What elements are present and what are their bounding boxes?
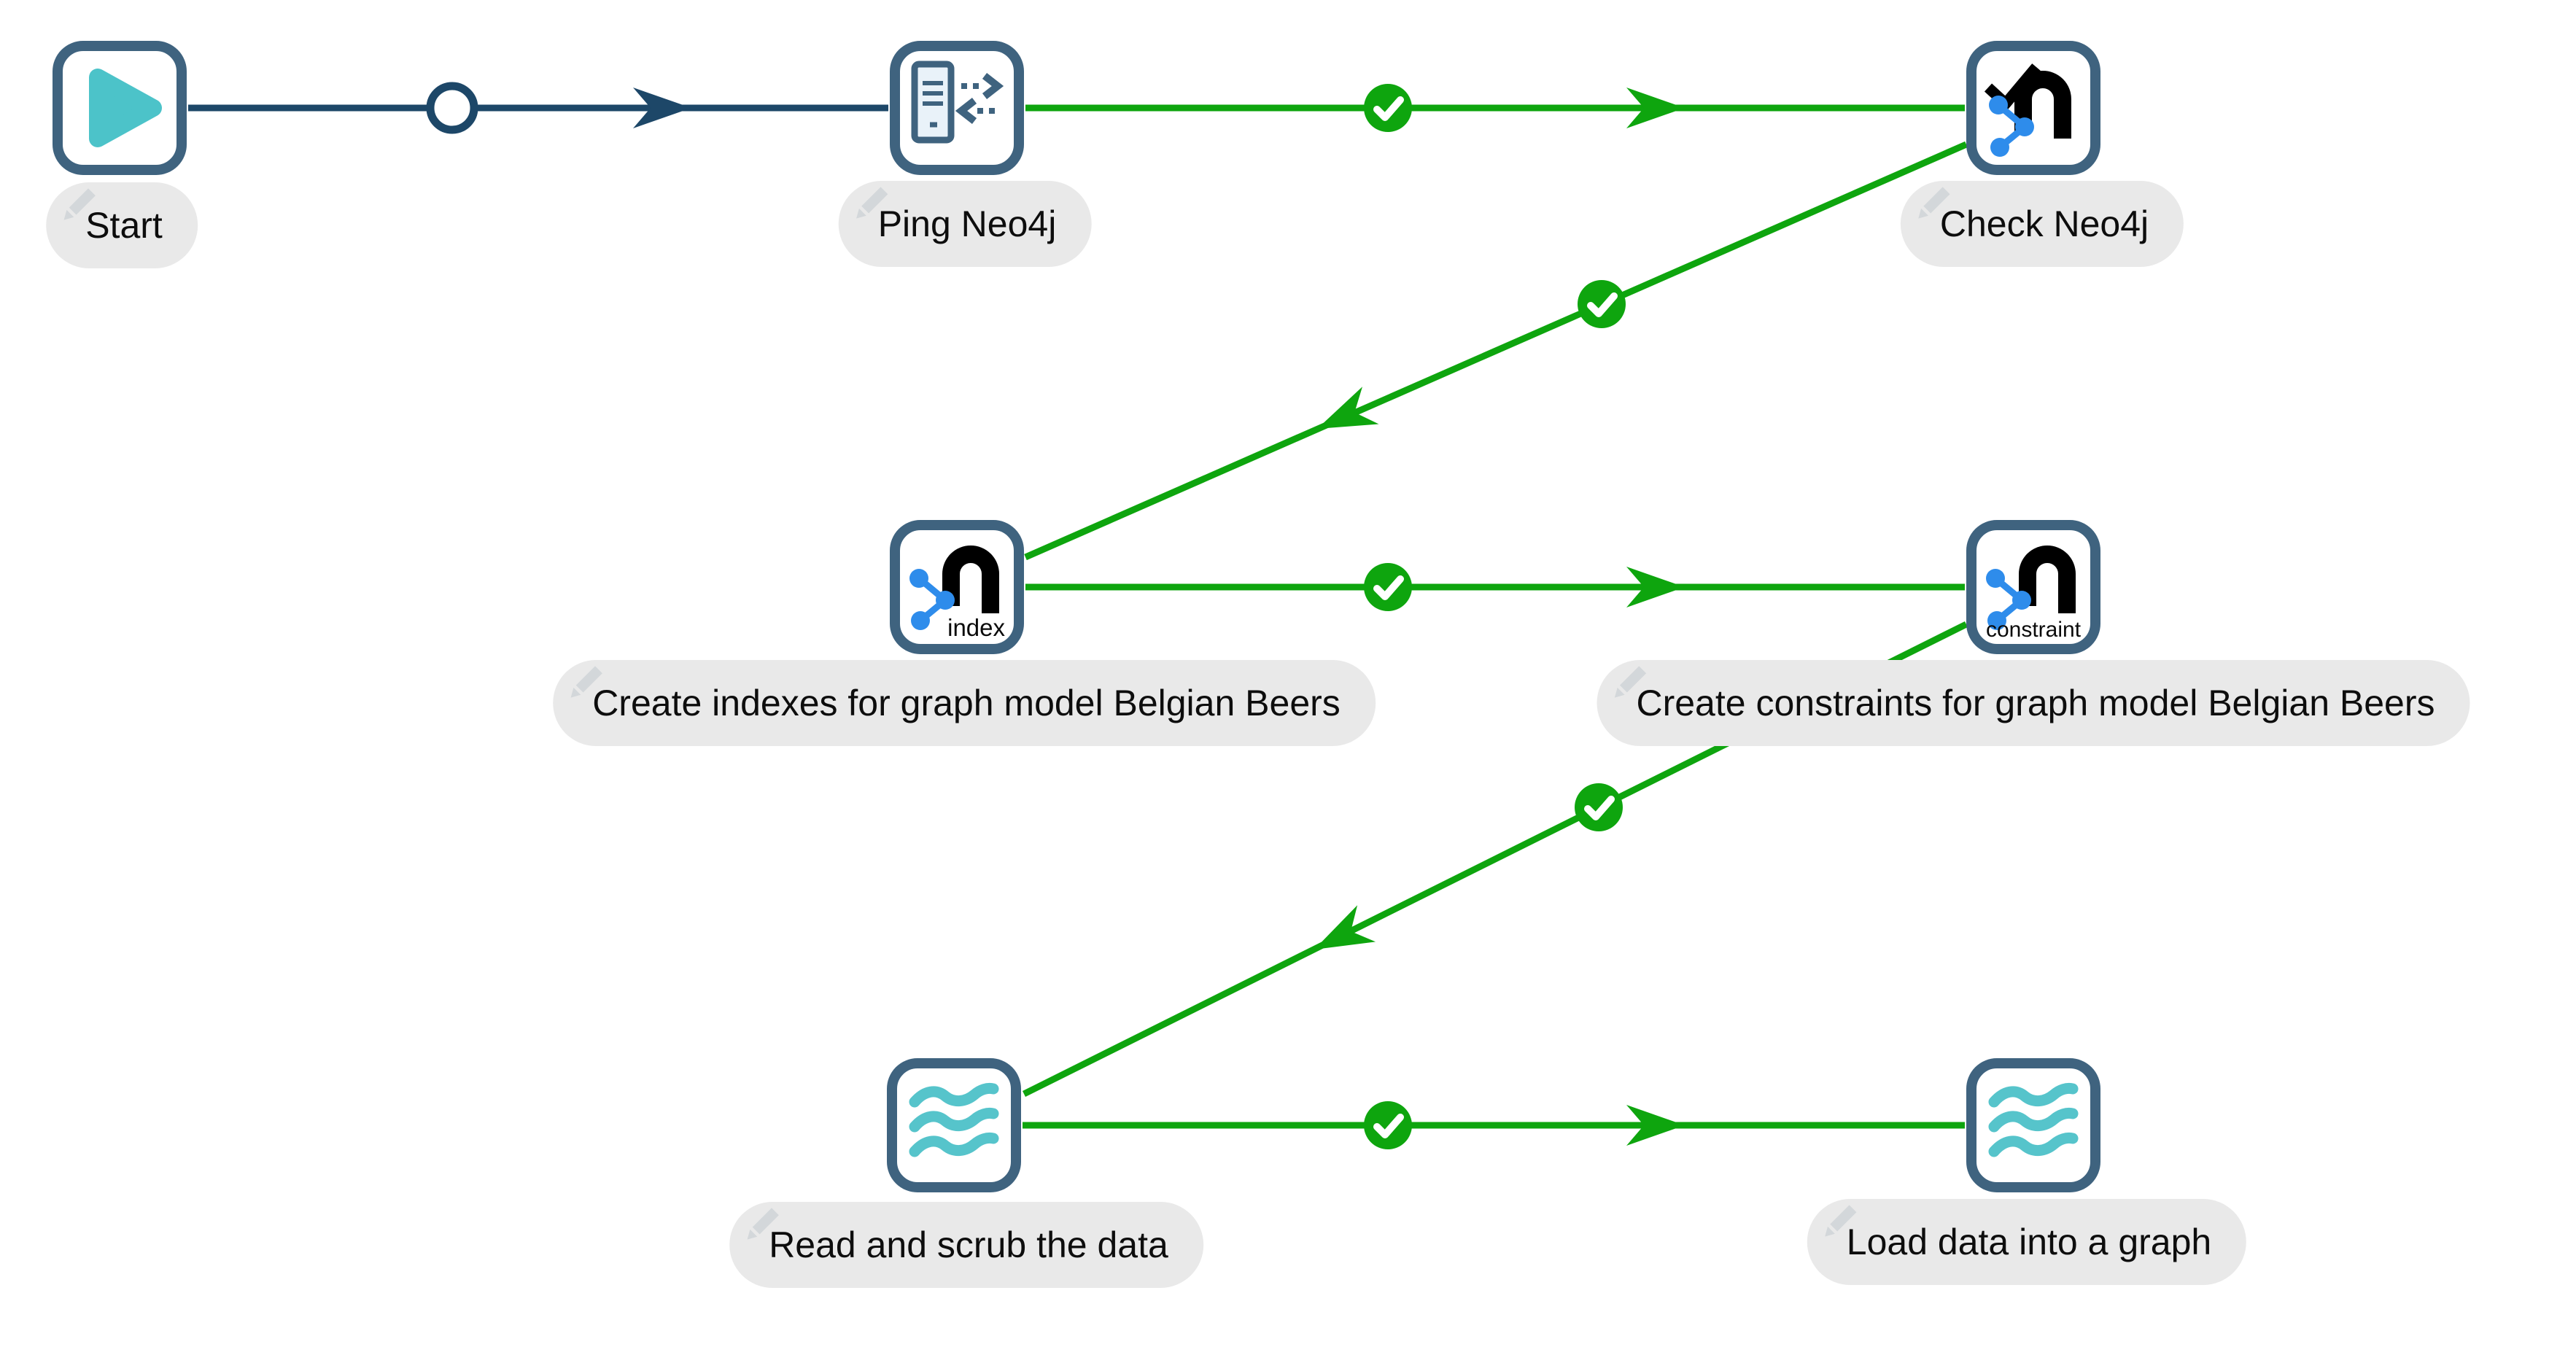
hop-check-to-indexes[interactable] — [1024, 141, 1968, 561]
pipeline-waves-icon — [909, 1082, 999, 1157]
hop-unconditional-icon[interactable] — [426, 82, 478, 134]
hop-ping-to-check[interactable] — [1025, 84, 1965, 132]
play-icon — [89, 69, 162, 147]
hop-arrowhead — [1314, 905, 1376, 950]
node-label-create-indexes[interactable]: Create indexes for graph model Belgian B… — [553, 660, 1376, 746]
edit-pencil-icon — [747, 1208, 779, 1240]
node-create-constraints[interactable]: constraint — [1966, 520, 2100, 654]
node-label-create-constraints[interactable]: Create constraints for graph model Belgi… — [1597, 660, 2470, 746]
node-label-check-neo4j[interactable]: Check Neo4j — [1900, 181, 2184, 267]
node-label-text: Create indexes for graph model Belgian B… — [592, 683, 1341, 723]
node-label-text: Start — [85, 205, 163, 246]
hop-arrowhead — [633, 88, 691, 128]
hop-arrowhead — [1626, 1105, 1685, 1146]
server-icon — [911, 61, 955, 144]
node-ping-neo4j[interactable] — [890, 41, 1024, 175]
icon-caption-constraint: constraint — [1985, 618, 2082, 642]
node-label-text: Read and scrub the data — [769, 1224, 1168, 1265]
node-label-ping-neo4j[interactable]: Ping Neo4j — [838, 181, 1092, 267]
hop-start-to-ping[interactable] — [188, 82, 888, 134]
node-label-text: Load data into a graph — [1846, 1222, 2212, 1262]
hop-success-check-icon[interactable] — [1364, 563, 1412, 611]
hop-arrowhead — [1317, 387, 1379, 429]
edit-pencil-icon — [570, 666, 602, 698]
neo4j-check-icon — [1984, 63, 2071, 157]
hop-line[interactable] — [1024, 141, 1968, 561]
hop-arrowhead — [1626, 88, 1685, 128]
edit-pencil-icon — [1825, 1205, 1857, 1237]
icon-caption-index: index — [947, 614, 1005, 641]
node-label-start[interactable]: Start — [46, 182, 198, 268]
waves-glyph — [909, 1082, 999, 1157]
waves-glyph — [1988, 1082, 2079, 1157]
hop-success-check-icon[interactable] — [1364, 84, 1412, 132]
edit-pencil-icon — [63, 188, 96, 220]
hop-indexes-to-constraints[interactable] — [1025, 563, 1965, 611]
neo4j-arch — [942, 546, 999, 613]
node-check-neo4j[interactable] — [1966, 41, 2100, 175]
node-start[interactable] — [53, 41, 187, 175]
pipeline-waves-icon — [1988, 1082, 2079, 1157]
hop-success-check-icon[interactable] — [1364, 1101, 1412, 1149]
dashed-arrow-right-icon — [961, 73, 1004, 99]
node-read-scrub[interactable] — [887, 1058, 1021, 1192]
edit-pencil-icon — [1614, 666, 1647, 698]
neo4j-constraint-icon — [1986, 546, 2076, 630]
graph-nodes-glyph — [1989, 96, 2034, 157]
hop-read-to-load[interactable] — [1023, 1101, 1965, 1149]
node-label-text: Check Neo4j — [1939, 203, 2149, 244]
node-label-text: Create constraints for graph model Belgi… — [1636, 683, 2435, 723]
hop-success-check-icon[interactable] — [1578, 280, 1626, 328]
ping-icon — [911, 61, 1004, 144]
neo4j-index-icon — [909, 546, 999, 630]
graph-nodes-glyph — [909, 569, 955, 630]
node-load-graph[interactable] — [1966, 1058, 2100, 1192]
node-create-indexes[interactable]: index — [890, 520, 1024, 654]
node-label-read-scrub[interactable]: Read and scrub the data — [729, 1202, 1203, 1288]
edit-pencil-icon — [856, 187, 888, 219]
dashed-arrow-left-icon — [955, 98, 1001, 124]
node-label-text: Ping Neo4j — [877, 203, 1057, 244]
node-label-load-graph[interactable]: Load data into a graph — [1807, 1199, 2247, 1285]
neo4j-arch — [2014, 71, 2071, 139]
graph-nodes-glyph — [1986, 569, 2031, 630]
neo4j-arch — [2019, 546, 2076, 613]
hop-success-check-icon[interactable] — [1575, 783, 1623, 831]
edit-pencil-icon — [1918, 187, 1950, 219]
hop-arrowhead — [1626, 567, 1685, 607]
